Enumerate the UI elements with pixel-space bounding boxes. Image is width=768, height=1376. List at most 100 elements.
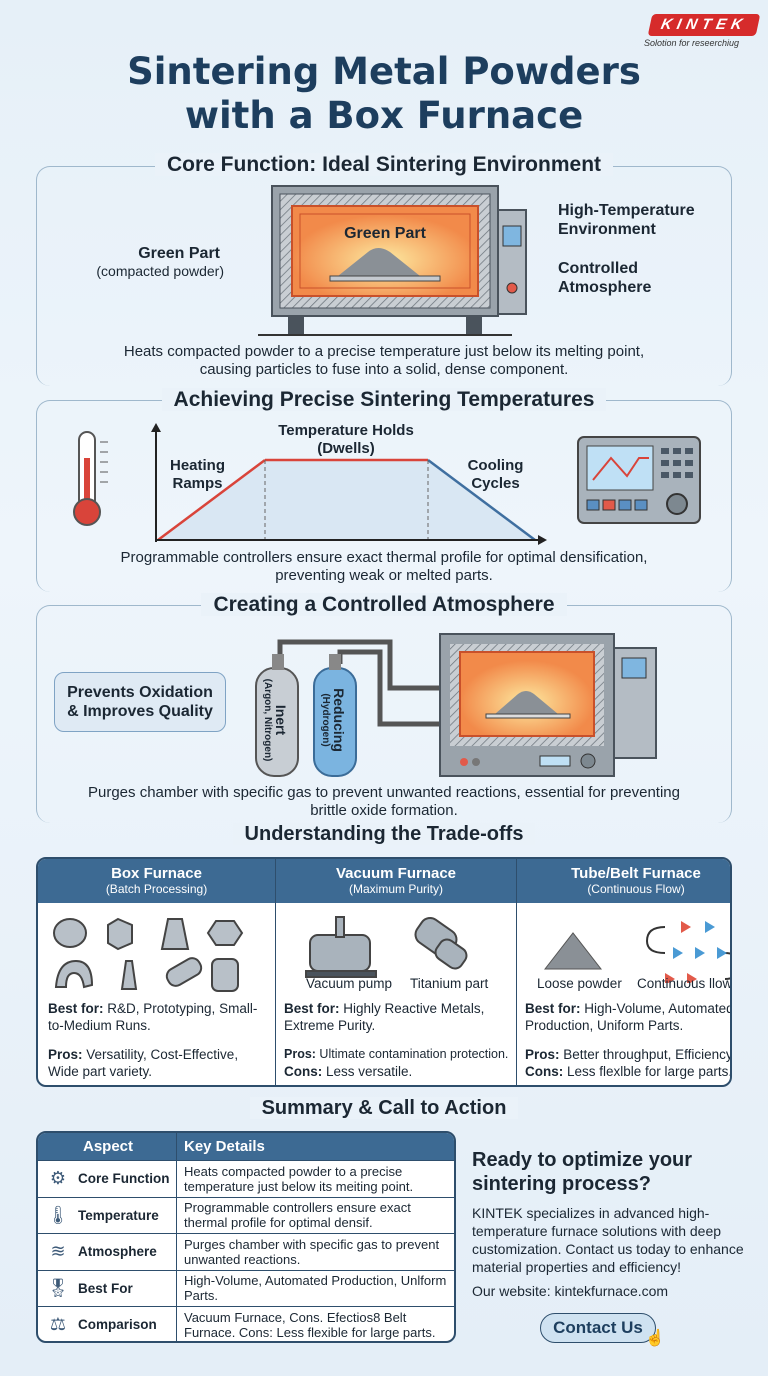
temp-caption-2: preventing weak or melted parts. [275,567,493,584]
pointer-hand-icon: ☝ [645,1330,665,1347]
pros-value: Versatility, Cost-Effective, Wide part v… [48,1047,239,1079]
ribbon-icon: 🎖 [46,1277,70,1298]
aspect-label: Comparison [78,1317,157,1333]
logo-tagline: Solotion for reseerchiug [644,38,740,48]
pros-value: Ultimate contamination protection. [315,1047,509,1061]
summary-row: ⚙ Core Function Heats compacted powder to … [38,1160,454,1197]
column-subtitle: (Maximum Purity) [348,882,443,896]
gas-cylinders-and-furnace-illustration [255,633,657,777]
hold-label-line1: Temperature Holds [278,422,414,439]
pros-text: Pros: Ultimate contamination protection. [284,1046,519,1063]
tradeoffs-heading: Understanding the Trade-offs [0,823,768,846]
thermometer-icon: 🌡 [46,1204,70,1225]
cons-key: Cons: [525,1064,564,1079]
vacuum-furnace-column: Vacuum Furnace(Maximum Purity) Vacuum pu… [276,859,517,1085]
best-for-text: Best for: Highly Reactive Metals, Extrem… [284,1000,509,1034]
pros-key: Pros: [284,1047,316,1061]
heating-ramp-line [157,458,266,542]
best-for-value: R&D, Prototyping, Small-to-Medium Runs. [48,1001,258,1033]
aspect-label: Atmosphere [78,1244,157,1260]
temperature-heading: Achieving Precise Sintering Temperatures [0,388,768,412]
vacuum-pump-and-titanium-part-icon [305,916,468,978]
core-caption-2: causing particles to fuse into a solid, … [199,361,569,378]
pros-text: Pros: Better throughput, Efficiency. [525,1046,730,1063]
contact-us-button[interactable]: Contact Us [540,1313,656,1343]
column-subtitle: (Continuous Flow) [587,882,685,896]
detail-text: Purges chamber with specific gas to prev… [184,1236,440,1267]
cons-text: Cons: Less versatile. [284,1063,412,1080]
vacuum-pump-caption: Vacuum pump [306,976,393,991]
aspect-cell: ⚙ Core Function [38,1161,176,1197]
detail-cell: High-Volume, Automated Production, Unlfo… [176,1270,454,1306]
pros-key: Pros: [48,1047,83,1062]
atmo-caption-2: brittle oxide formation. [310,802,458,819]
summary-row: ≋ Atmosphere Purges chamber with specific … [38,1233,454,1270]
part-shapes-icon [53,917,244,992]
temperature-profile-chart [151,423,547,545]
best-for-key: Best for: [48,1001,104,1016]
aspect-label: Temperature [78,1207,159,1223]
heating-label-line2: Ramps [172,475,223,492]
detail-text: Heats compacted powder to a precise temp… [184,1163,414,1194]
column-title: Vacuum Furnace [335,865,457,882]
column-title: Tube/Belt Furnace [571,865,701,882]
high-temperature-label: High-Temperature Environment [558,202,695,238]
badge-line2: & Improves Quality [67,703,213,720]
detail-cell: Vacuum Furnace, Cons. Efectios8 Belt Fur… [176,1307,454,1341]
cons-key: Cons: [284,1064,323,1079]
scales-icon: ⚖ [49,1314,67,1335]
cooling-label-line1: Cooling [467,457,524,474]
page-title-line1: Sintering Metal Powders [127,50,641,93]
aspect-cell: ≋ Atmosphere [38,1234,176,1270]
powder-and-flow-icon [543,921,730,983]
reducing-label: Reducing [331,688,348,752]
cons-value: Less versatile. [322,1064,413,1079]
detail-text: Vacuum Furnace, Cons. Efectios8 Belt Fur… [184,1309,436,1340]
box-furnace-column: Box Furnace(Batch Processing) Best for: … [38,859,276,1085]
box-furnace-illustration [258,185,527,336]
gear-icon: ⚙ [49,1168,67,1189]
inert-label: Inert [273,704,290,736]
pros-text: Pros: Versatility, Cost-Effective, Wide … [48,1046,268,1080]
inert-sublabel: (Argon, Nitrogen) [262,678,274,762]
hold-label-line2: (Dwells) [317,440,375,457]
cons-value: Less flexlble for large parts. [563,1064,732,1079]
detail-cell: Programmable controllers ensure exact th… [176,1197,454,1233]
loose-powder-caption: Loose powder [537,976,622,991]
aspect-label: Best For [78,1280,133,1296]
thermometer-icon [73,431,108,526]
atmo-caption-1: Purges chamber with specific gas to prev… [88,784,680,801]
cooling-line [427,458,536,542]
reducing-cylinder-label: Reducing(Hydrogen) [304,688,364,752]
reducing-sublabel: (Hydrogen) [320,693,332,747]
titanium-part-caption: Titanium part [410,976,489,991]
best-for-text: Best for: High-Volume, Automated Product… [525,1000,730,1034]
continuous-flow-caption: Continuous llow [637,976,732,991]
key-details-header: Key Details [176,1133,265,1160]
aspect-cell: ⚖ Comparison [38,1307,176,1341]
detail-cell: Purges chamber with specific gas to prev… [176,1234,454,1270]
aspect-cell: 🌡 Temperature [38,1198,176,1234]
website-link[interactable]: Our website: kintekfurnace.com [472,1283,669,1299]
detail-cell: Heats compacted powder to a precise temp… [176,1161,454,1197]
cta-heading: Ready to optimize your sintering process… [472,1149,693,1195]
aspect-label: Core Function [78,1171,170,1187]
kintek-logo: KINTEK [647,14,761,36]
inner-green-part-label: Green Part [344,225,426,242]
best-for-key: Best for: [284,1001,340,1016]
green-part-sublabel: (compacted powder) [96,263,224,279]
atmosphere-heading: Creating a Controlled Atmosphere [0,593,768,617]
best-for-key: Best for: [525,1001,581,1016]
page-title-line2: with a Box Furnace [184,94,584,137]
controlled-atmosphere-label: Controlled Atmosphere [558,260,652,296]
detail-text: High-Volume, Automated Production, Unlfo… [184,1273,447,1304]
tube-belt-furnace-column: Tube/Belt Furnace(Continuous Flow) Loose… [517,859,732,1085]
summary-heading: Summary & Call to Action [0,1097,768,1120]
aspect-header: Aspect [83,1138,134,1155]
wind-icon: ≋ [50,1241,66,1262]
detail-text: Programmable controllers ensure exact th… [184,1200,411,1231]
column-title: Box Furnace [111,865,202,882]
summary-row: ⚖ Comparison Vacuum Furnace, Cons. Efectio… [38,1306,454,1341]
